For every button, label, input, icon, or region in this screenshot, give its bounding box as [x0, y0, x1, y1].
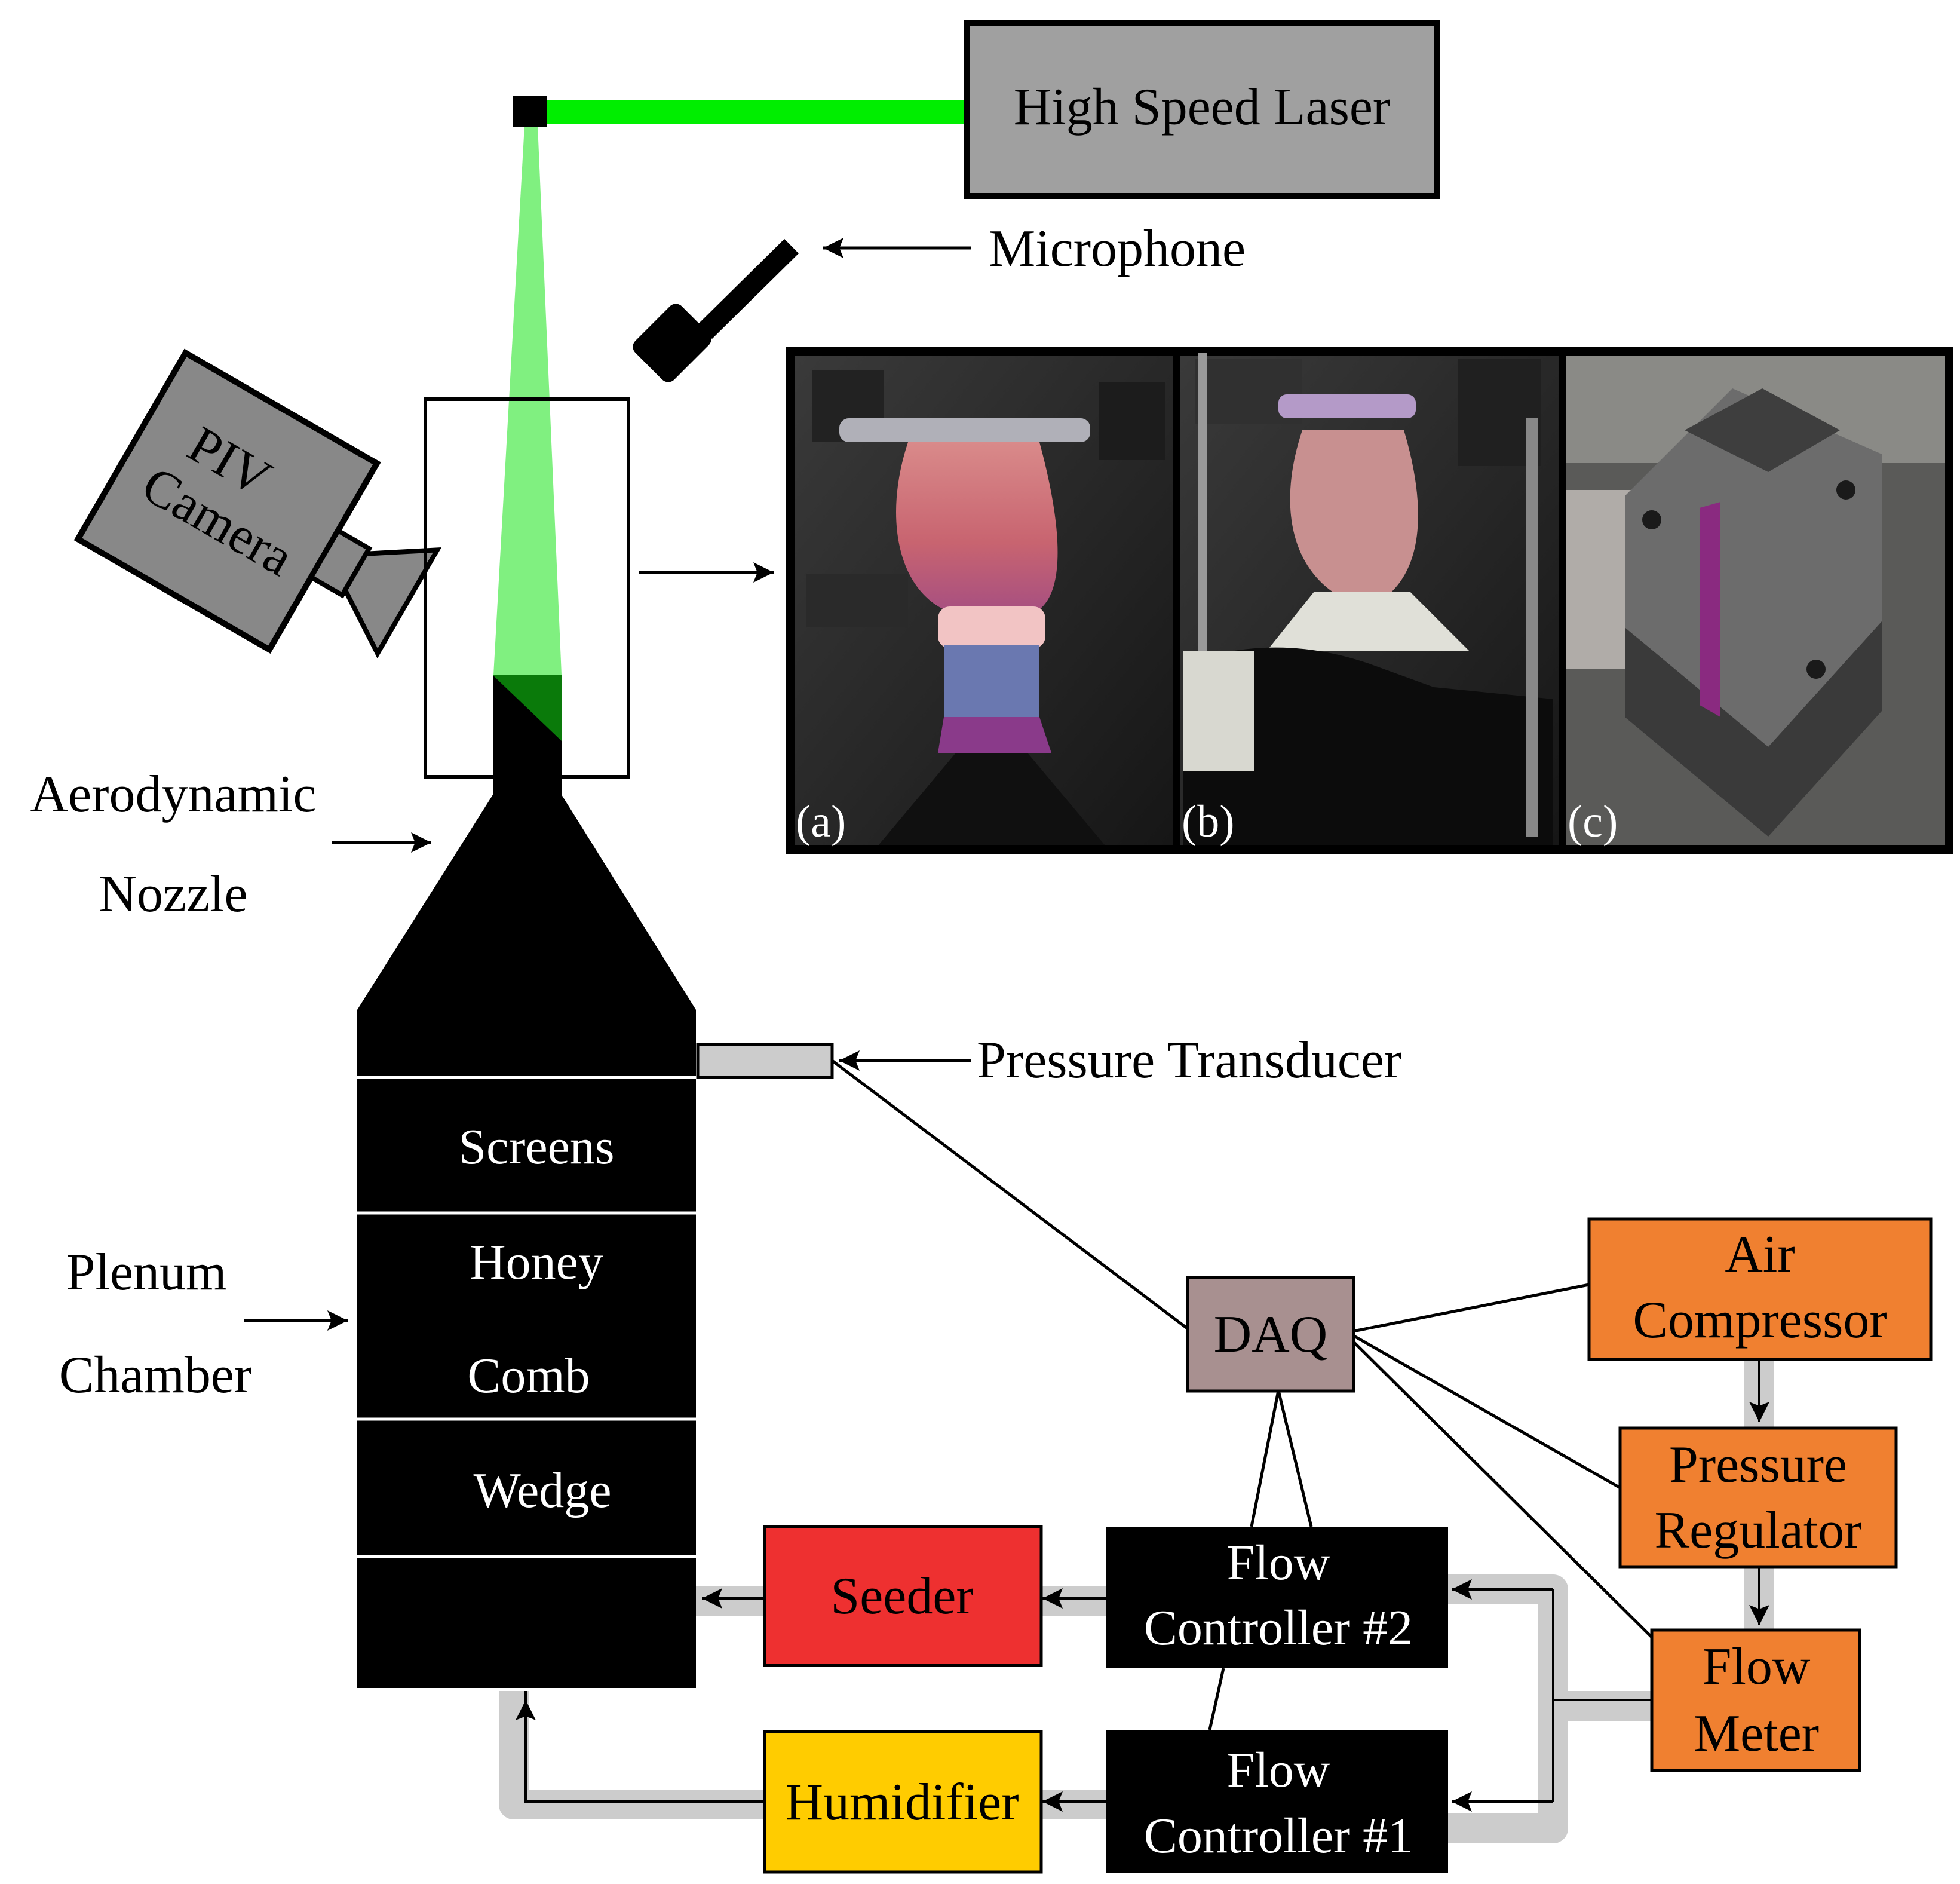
wedge-label: Wedge	[473, 1463, 611, 1518]
plenum-chamber	[357, 1010, 696, 1688]
aerodynamic-nozzle-label-line1: Aerodynamic	[30, 765, 317, 823]
piv-camera-icon	[73, 348, 442, 658]
flow-controller-2-label-line1: Flow	[1227, 1535, 1330, 1591]
air-compressor-label-line1: Air	[1725, 1226, 1795, 1283]
air-compressor-label-line2: Compressor	[1633, 1291, 1887, 1349]
daq-signal-wires	[831, 1059, 1653, 1730]
laser-mirror	[513, 96, 547, 127]
high-speed-laser-label: High Speed Laser	[1014, 78, 1390, 136]
pressure-transducer-sensor	[696, 1043, 834, 1079]
microphone-icon	[633, 238, 799, 382]
photo-a-label: (a)	[796, 797, 846, 847]
microphone-label: Microphone	[989, 220, 1246, 278]
pressure-regulator-label-line1: Pressure	[1669, 1436, 1847, 1494]
air-compressor-box	[1587, 1217, 1933, 1361]
photo-c	[1566, 356, 1945, 845]
photo-c-label: (c)	[1568, 797, 1618, 847]
daq-label: DAQ	[1214, 1306, 1328, 1364]
honeycomb-label-line2: Comb	[467, 1348, 590, 1404]
flow-meter-label-line2: Meter	[1694, 1705, 1819, 1763]
photo-a	[795, 356, 1173, 845]
honeycomb-label-line1: Honey	[470, 1234, 603, 1290]
photo-panels: (a) (b) (c)	[786, 347, 1953, 854]
aerodynamic-nozzle-label-line2: Nozzle	[99, 865, 247, 923]
aerodynamic-nozzle	[357, 675, 696, 1010]
seeder-label: Seeder	[830, 1567, 973, 1625]
screens-label: Screens	[458, 1119, 614, 1175]
flow-controller-1-box	[1106, 1730, 1448, 1873]
seeder-box	[763, 1525, 1043, 1667]
flow-controller-2-label-line2: Controller #2	[1144, 1600, 1413, 1656]
pressure-regulator-label-line2: Regulator	[1654, 1502, 1861, 1560]
flow-arrows	[516, 1352, 1769, 1812]
pressure-regulator-box	[1618, 1426, 1898, 1569]
flow-meter-label-line1: Flow	[1703, 1638, 1811, 1696]
plenum-chamber-label-line2: Chamber	[59, 1346, 252, 1404]
flow-meter-box	[1650, 1628, 1861, 1772]
daq-box	[1186, 1276, 1355, 1393]
plenum-chamber-label-line1: Plenum	[66, 1243, 227, 1301]
humidifier-box	[763, 1730, 1043, 1874]
flow-controller-1-label-line2: Controller #1	[1144, 1808, 1413, 1864]
high-speed-laser-box	[964, 20, 1440, 199]
photo-b	[1180, 353, 1559, 845]
photo-b-label: (b)	[1182, 797, 1235, 847]
flow-controller-1-label-line1: Flow	[1227, 1742, 1330, 1798]
humidifier-label: Humidifier	[785, 1773, 1019, 1831]
laser-beam	[547, 100, 965, 124]
pressure-transducer-label: Pressure Transducer	[977, 1031, 1401, 1089]
flow-controller-2-box	[1106, 1527, 1448, 1668]
